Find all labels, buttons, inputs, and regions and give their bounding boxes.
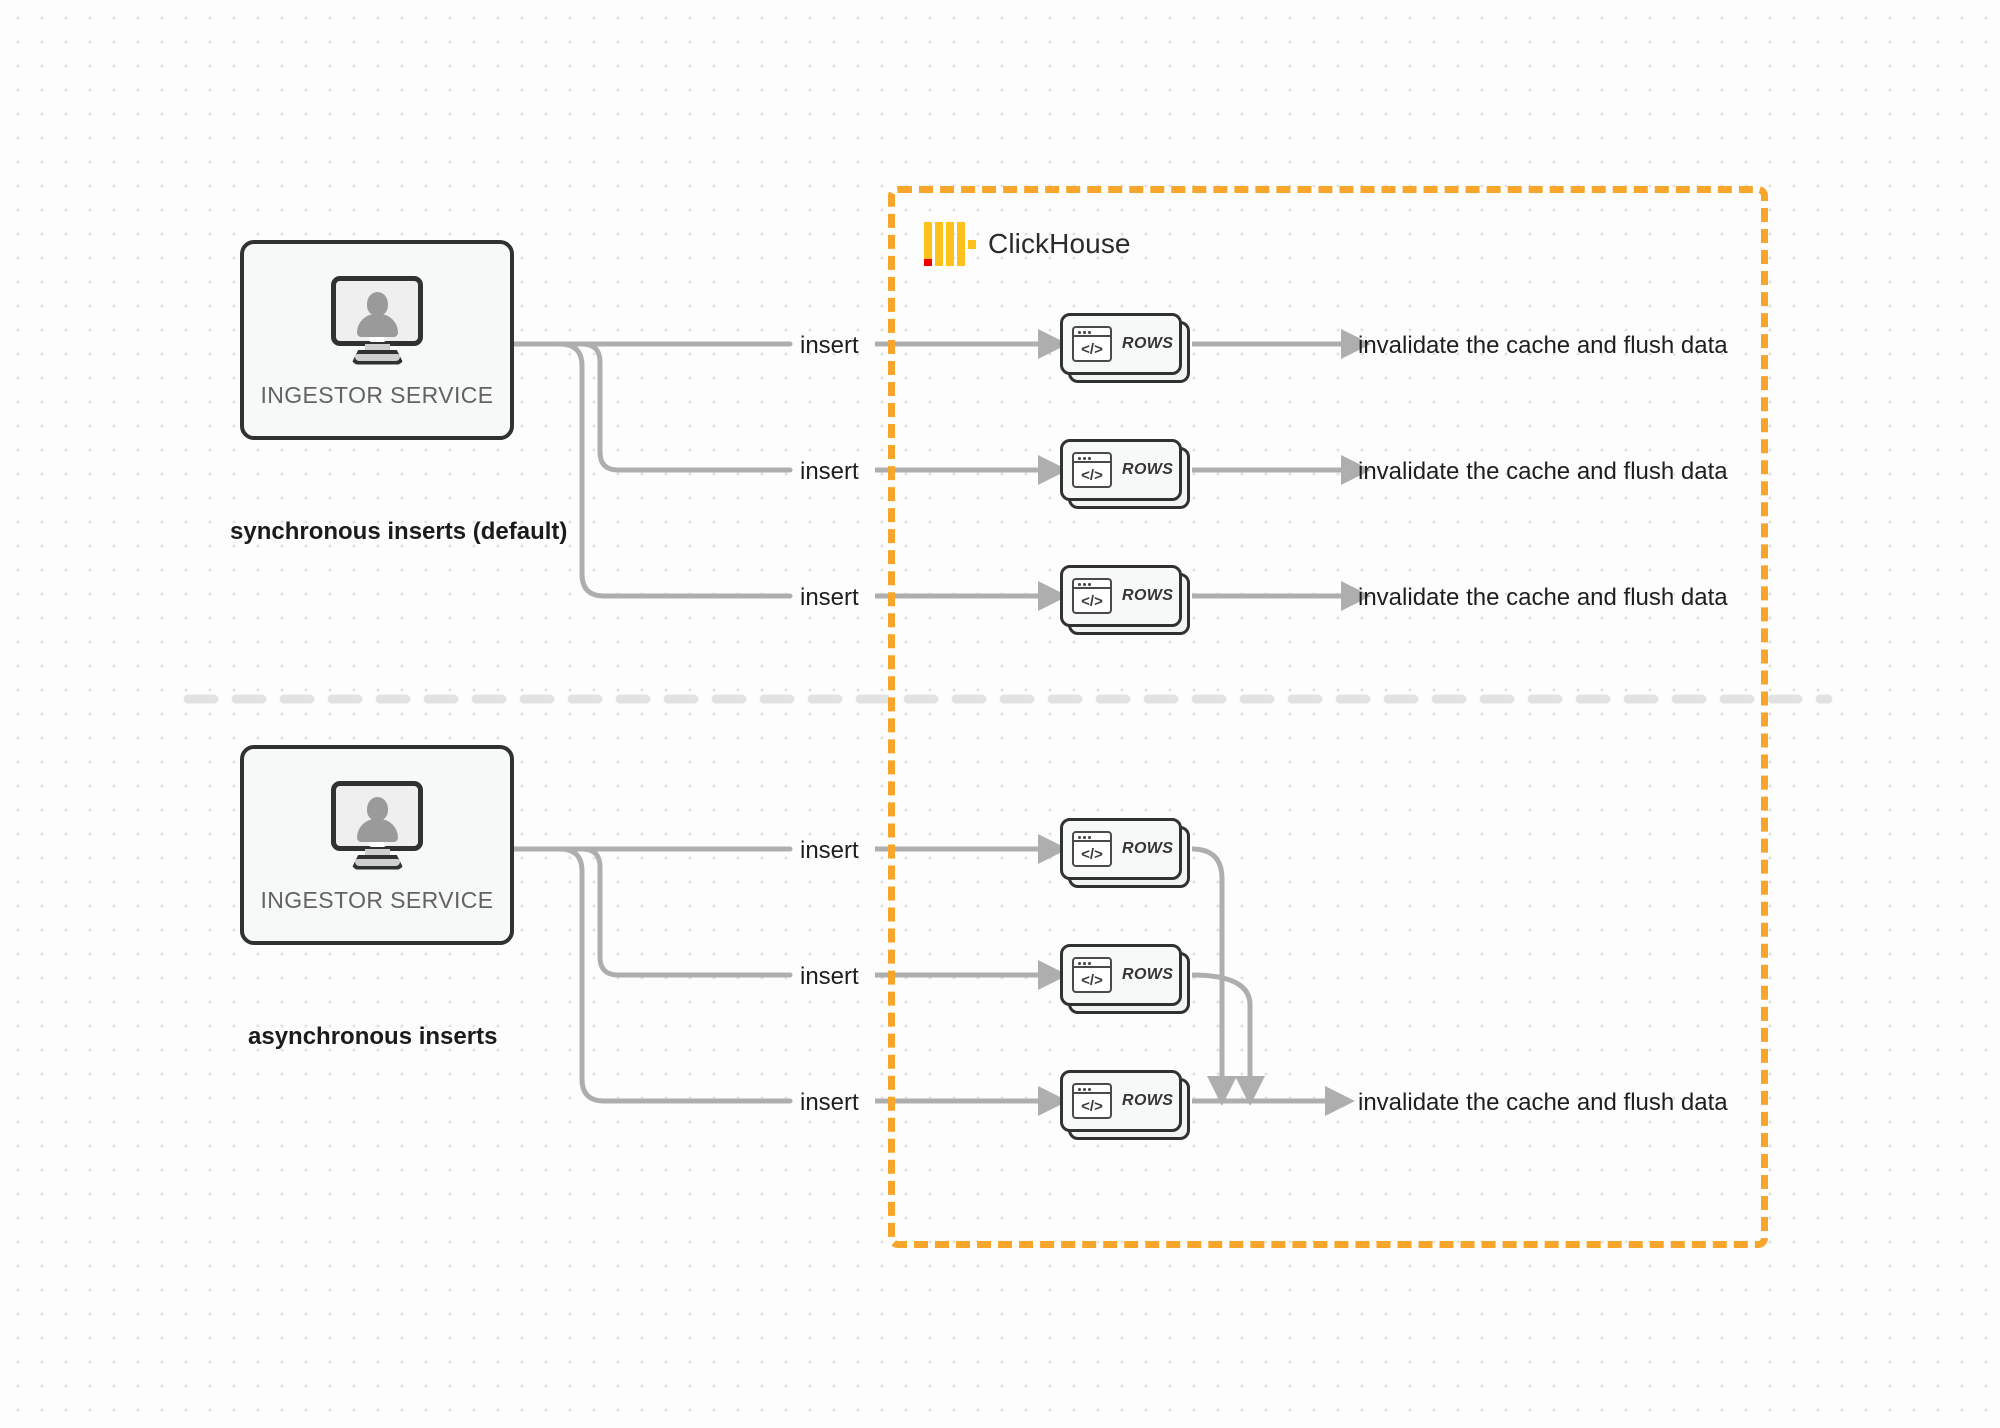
sync-branch-3: [557, 341, 793, 599]
clickhouse-boundary: [888, 186, 1768, 1248]
code-window-icon: </>: [1072, 957, 1112, 993]
rows-card-sync-1[interactable]: </> ROWS: [1060, 313, 1190, 383]
code-window-icon: </>: [1072, 326, 1112, 362]
code-glyph: </>: [1081, 971, 1103, 989]
sync-insert-label-2: insert: [800, 458, 859, 485]
sync-insert-label-3: insert: [800, 584, 859, 611]
rows-card-async-3[interactable]: </> ROWS: [1060, 1070, 1190, 1140]
rows-card-async-2[interactable]: </> ROWS: [1060, 944, 1190, 1014]
code-window-icon: </>: [1072, 831, 1112, 867]
sync-outcome-label-2: invalidate the cache and flush data: [1358, 458, 1728, 485]
rows-label: ROWS: [1122, 1092, 1174, 1109]
sync-branch-2: [579, 341, 793, 473]
caption-synchronous: synchronous inserts (default): [230, 518, 568, 545]
rows-card-async-1[interactable]: </> ROWS: [1060, 818, 1190, 888]
rows-label: ROWS: [1122, 966, 1174, 983]
async-branch-2: [579, 846, 793, 978]
rows-label: ROWS: [1122, 461, 1174, 478]
code-glyph: </>: [1081, 466, 1103, 484]
ingestor-service-sync[interactable]: INGESTOR SERVICE: [240, 240, 514, 440]
monitor-user-icon: [327, 779, 427, 871]
sync-insert-label-1: insert: [800, 332, 859, 359]
code-glyph: </>: [1081, 592, 1103, 610]
ingestor-service-sync-label: INGESTOR SERVICE: [260, 381, 494, 408]
rows-card-sync-3[interactable]: </> ROWS: [1060, 565, 1190, 635]
rows-label: ROWS: [1122, 587, 1174, 604]
code-glyph: </>: [1081, 340, 1103, 358]
code-glyph: </>: [1081, 1097, 1103, 1115]
ingestor-service-async[interactable]: INGESTOR SERVICE: [240, 745, 514, 945]
async-insert-label-2: insert: [800, 963, 859, 990]
code-window-icon: </>: [1072, 452, 1112, 488]
async-merged-outcome-label: invalidate the cache and flush data: [1358, 1089, 1728, 1116]
code-window-icon: </>: [1072, 578, 1112, 614]
code-window-icon: </>: [1072, 1083, 1112, 1119]
rows-label: ROWS: [1122, 335, 1174, 352]
ingestor-service-async-label: INGESTOR SERVICE: [260, 886, 494, 913]
async-insert-label-3: insert: [800, 1089, 859, 1116]
sync-outcome-label-1: invalidate the cache and flush data: [1358, 332, 1728, 359]
clickhouse-brand: ClickHouse: [924, 222, 1131, 266]
async-insert-label-1: insert: [800, 837, 859, 864]
rows-card-sync-2[interactable]: </> ROWS: [1060, 439, 1190, 509]
async-branch-3: [557, 846, 793, 1104]
clickhouse-brand-label: ClickHouse: [988, 228, 1131, 259]
rows-label: ROWS: [1122, 840, 1174, 857]
monitor-user-icon: [327, 274, 427, 366]
clickhouse-logo-icon: [924, 222, 976, 266]
caption-asynchronous: asynchronous inserts: [248, 1023, 498, 1050]
sync-outcome-label-3: invalidate the cache and flush data: [1358, 584, 1728, 611]
code-glyph: </>: [1081, 845, 1103, 863]
